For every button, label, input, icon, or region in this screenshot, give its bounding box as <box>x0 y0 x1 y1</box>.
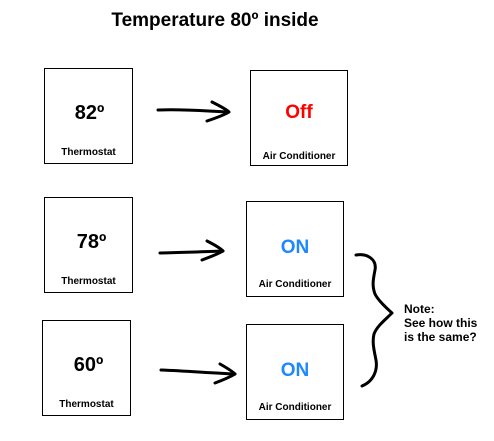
thermostat-label: Thermostat <box>61 147 116 158</box>
thermostat-box-3: 60º Thermostat <box>42 320 131 416</box>
ac-label: Air Conditioner <box>258 402 332 413</box>
diagram-title: Temperature 80º inside <box>111 10 319 31</box>
ac-label: Air Conditioner <box>262 151 336 162</box>
air-conditioner-box-2: ON Air Conditioner <box>246 201 344 297</box>
arrow-right-icon <box>158 239 225 262</box>
ac-state: ON <box>280 360 310 381</box>
thermostat-label: Thermostat <box>61 276 116 287</box>
thermostat-label: Thermostat <box>59 399 114 410</box>
arrow-right-icon <box>159 362 237 385</box>
air-conditioner-box-1: Off Air Conditioner <box>250 70 348 166</box>
note-annotation: Note: See how this is the same? <box>404 302 477 344</box>
thermostat-value: 82º <box>74 102 105 124</box>
thermostat-value: 78º <box>76 231 107 253</box>
ac-state: Off <box>285 102 313 123</box>
air-conditioner-box-3: ON Air Conditioner <box>246 324 344 420</box>
thermostat-box-1: 82º Thermostat <box>44 68 133 164</box>
thermostat-value: 60º <box>73 354 104 376</box>
note-line: is the same? <box>404 330 477 344</box>
arrow-right-icon <box>156 100 231 123</box>
curly-brace-icon <box>354 253 394 388</box>
thermostat-box-2: 78º Thermostat <box>44 197 133 293</box>
ac-label: Air Conditioner <box>258 279 332 290</box>
note-line: Note: <box>404 302 435 316</box>
ac-state: ON <box>280 237 310 258</box>
note-line: See how this <box>404 316 478 330</box>
